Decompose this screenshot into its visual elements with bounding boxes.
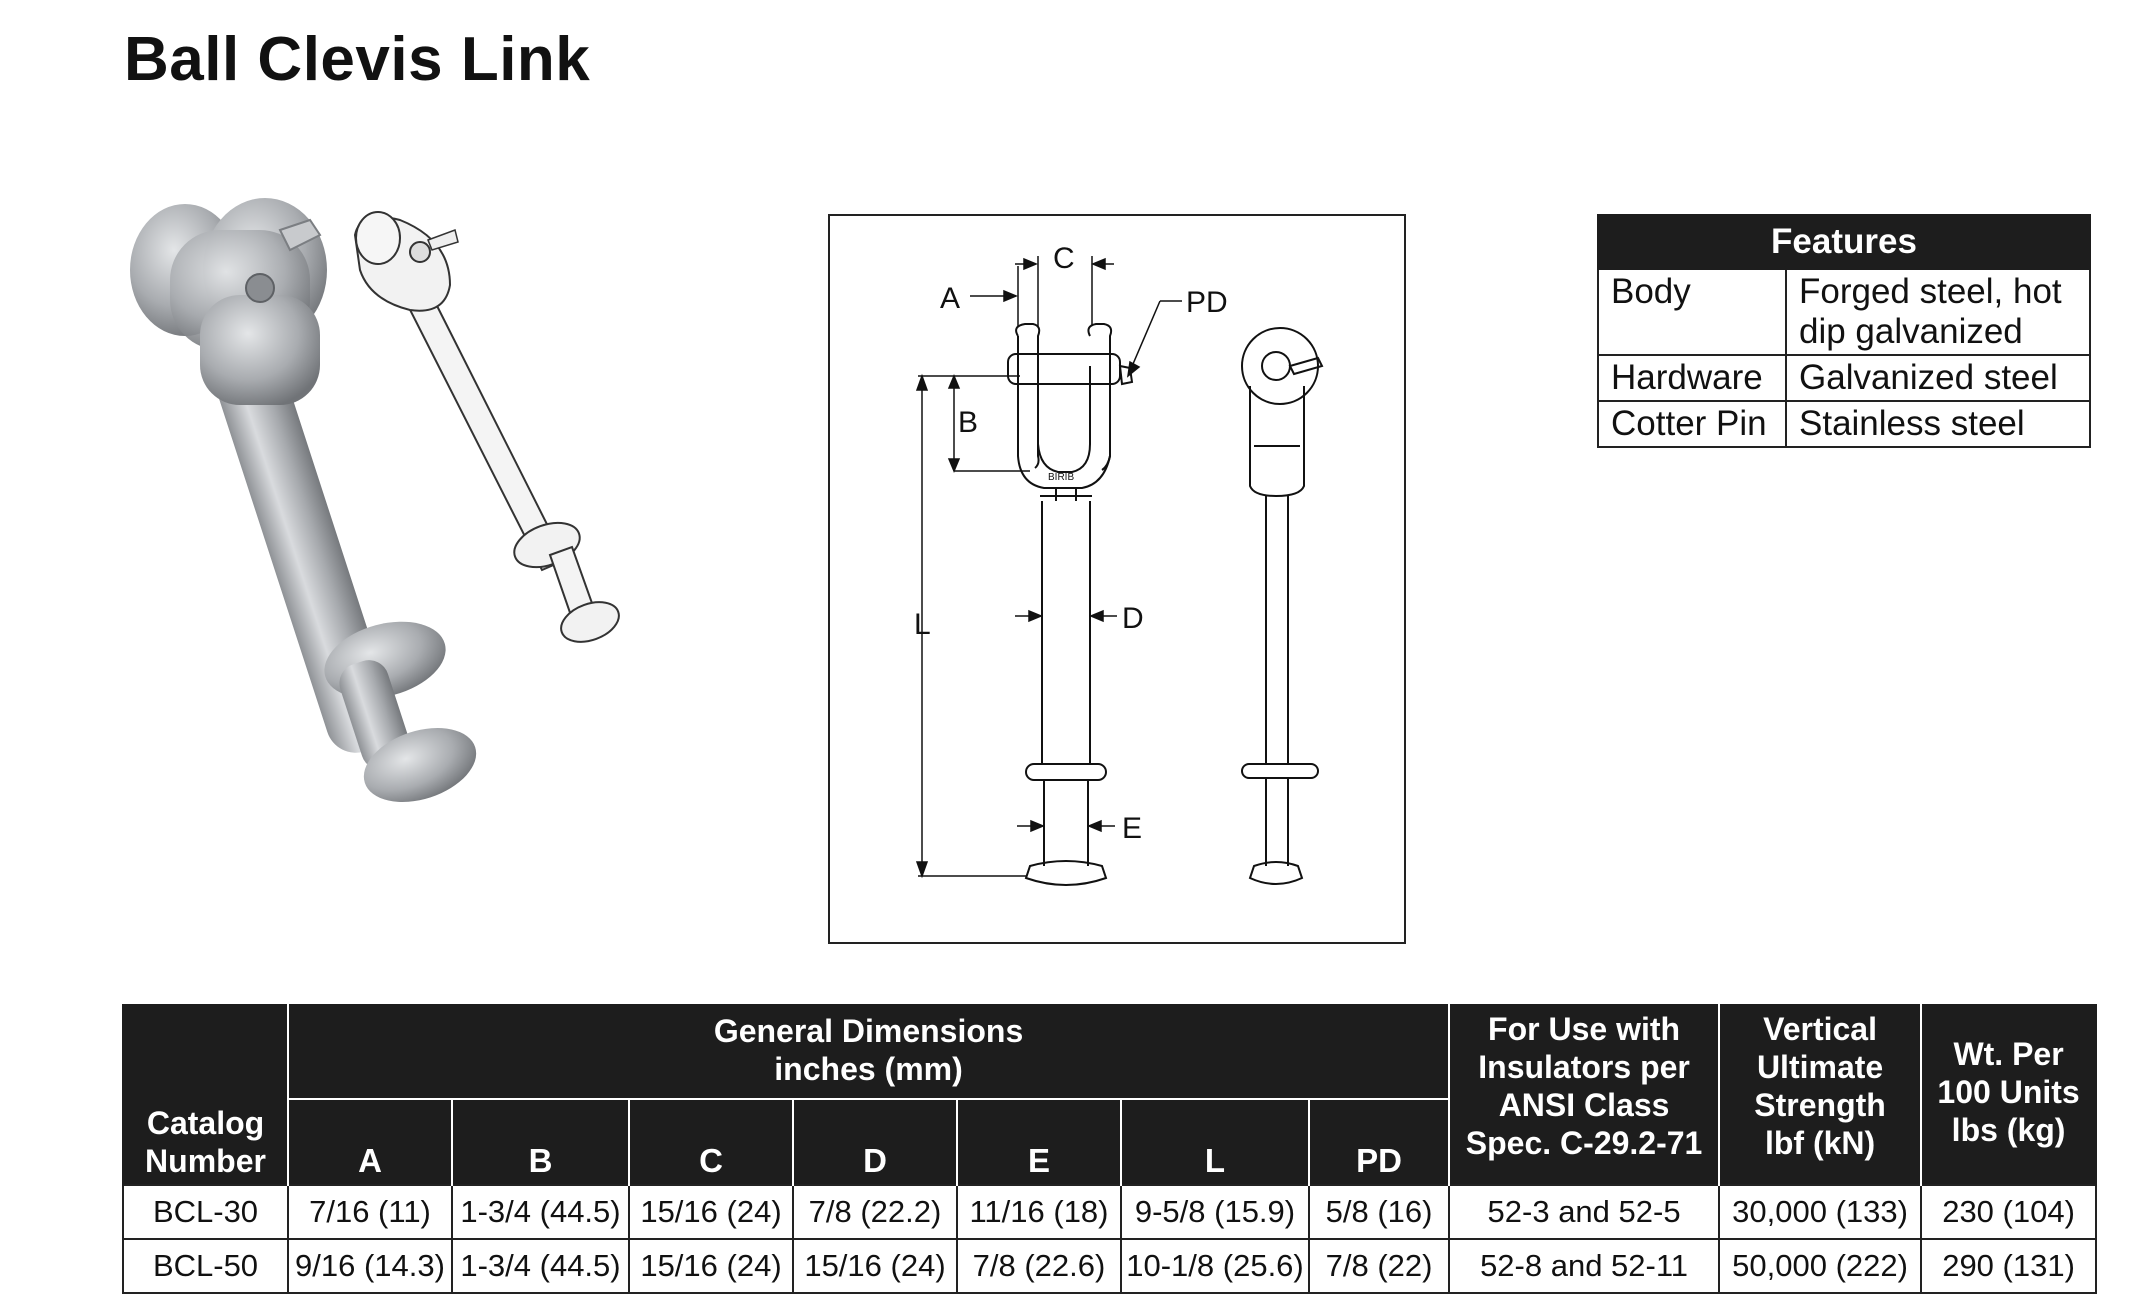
- catalog-number-cell: BCL-30: [122, 1184, 289, 1240]
- dim-cell: 10-1/8 (25.6): [1120, 1238, 1310, 1294]
- feature-value: Galvanized steel: [1785, 354, 2091, 402]
- insulators-cell: 52-8 and 52-11: [1448, 1238, 1721, 1294]
- general-dimensions-header: General Dimensions inches (mm): [286, 1004, 1451, 1100]
- feature-key: Body: [1597, 268, 1787, 356]
- strength-cell: 30,000 (133): [1718, 1184, 1923, 1240]
- insulators-cell: 52-3 and 52-5: [1448, 1184, 1721, 1240]
- feature-value: Forged steel, hot dip galvanized: [1785, 268, 2091, 356]
- page-title: Ball Clevis Link: [124, 25, 591, 94]
- dim-cell: 5/8 (16): [1307, 1184, 1451, 1240]
- strength-cell: 50,000 (222): [1718, 1238, 1923, 1294]
- dim-header-pd: PD: [1307, 1099, 1451, 1185]
- label-B: B: [958, 406, 978, 439]
- features-header: Features: [1597, 214, 2091, 270]
- dim-cell: 15/16 (24): [792, 1238, 958, 1294]
- dim-header-c: C: [628, 1099, 794, 1185]
- dim-header-a: A: [287, 1099, 453, 1185]
- dim-cell: 1-3/4 (44.5): [451, 1184, 630, 1240]
- label-A: A: [940, 282, 960, 315]
- dim-cell: 7/8 (22.6): [956, 1238, 1122, 1294]
- table-row: BCL-50 9/16 (14.3) 1-3/4 (44.5) 15/16 (2…: [122, 1238, 2098, 1294]
- dimension-lines: [915, 256, 1182, 879]
- label-C: C: [1053, 242, 1075, 275]
- feature-value: Stainless steel: [1785, 400, 2091, 448]
- label-PD: PD: [1186, 286, 1228, 319]
- label-L: L: [914, 608, 931, 641]
- dim-cell: 9/16 (14.3): [287, 1238, 453, 1294]
- dim-cell: 1-3/4 (44.5): [451, 1238, 630, 1294]
- dim-cell: 7/16 (11): [287, 1184, 453, 1240]
- label-E: E: [1122, 812, 1142, 845]
- dim-header-b: B: [451, 1099, 630, 1185]
- large-link-photo: [130, 198, 477, 802]
- front-view-link: [1007, 323, 1134, 886]
- dim-cell: 9-5/8 (15.9): [1120, 1184, 1310, 1240]
- feature-row: Hardware Galvanized steel: [1597, 354, 2091, 402]
- dim-cell: 7/8 (22.2): [792, 1184, 958, 1240]
- dim-cell: 15/16 (24): [628, 1238, 794, 1294]
- forging-stamp: BIRIB: [1048, 472, 1074, 483]
- product-photo: [110, 190, 630, 820]
- dim-header-l: L: [1120, 1099, 1310, 1185]
- catalog-number-header: Catalog Number: [122, 1004, 289, 1185]
- feature-key: Hardware: [1597, 354, 1787, 402]
- dim-cell: 11/16 (18): [956, 1184, 1122, 1240]
- weight-header: Wt. Per 100 Units lbs (kg): [1920, 1004, 2098, 1185]
- feature-row: Cotter Pin Stainless steel: [1597, 400, 2091, 448]
- dimension-drawing: A C PD B L D E BIRIB: [828, 214, 1406, 944]
- features-table: Features Body Forged steel, hot dip galv…: [1597, 214, 2091, 448]
- dim-cell: 15/16 (24): [628, 1184, 794, 1240]
- label-D: D: [1122, 602, 1144, 635]
- small-link-photo: [353, 211, 620, 643]
- feature-row: Body Forged steel, hot dip galvanized: [1597, 268, 2091, 356]
- insulators-header: For Use with Insulators per ANSI Class S…: [1448, 1004, 1721, 1185]
- table-row: BCL-30 7/16 (11) 1-3/4 (44.5) 15/16 (24)…: [122, 1184, 2098, 1240]
- feature-key: Cotter Pin: [1597, 400, 1787, 448]
- strength-header: Vertical Ultimate Strength lbf (kN): [1718, 1004, 1923, 1185]
- side-view-link: [1241, 327, 1324, 885]
- dim-cell: 7/8 (22): [1307, 1238, 1451, 1294]
- dim-header-d: D: [792, 1099, 958, 1185]
- dim-header-e: E: [956, 1099, 1122, 1185]
- weight-cell: 230 (104): [1920, 1184, 2098, 1240]
- catalog-number-cell: BCL-50: [122, 1238, 289, 1294]
- specifications-table: Catalog Number General Dimensions inches…: [122, 1004, 2098, 1294]
- weight-cell: 290 (131): [1920, 1238, 2098, 1294]
